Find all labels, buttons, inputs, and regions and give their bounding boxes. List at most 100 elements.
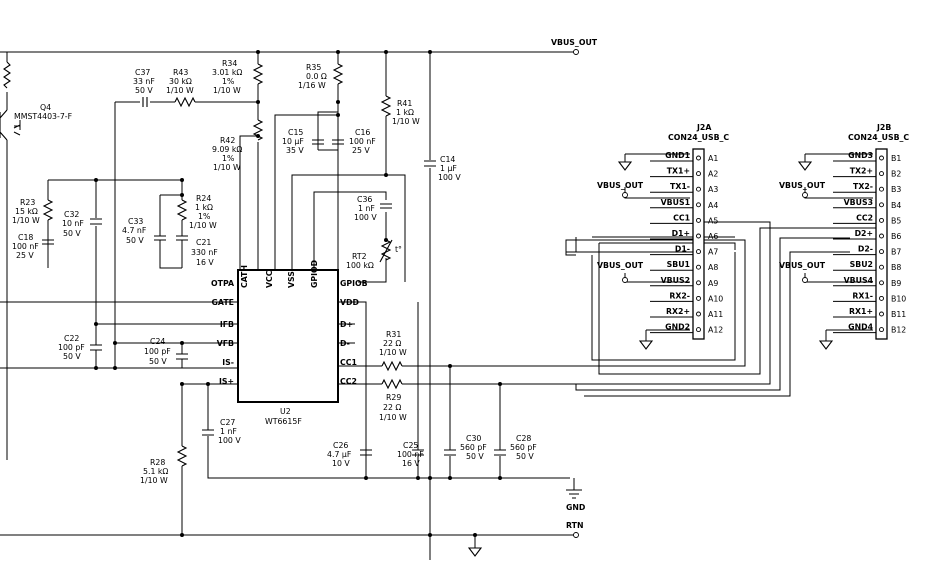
c15-voltage: 35 V bbox=[286, 146, 304, 155]
j2b-pin-contact bbox=[879, 249, 884, 255]
r41-ref: R41 bbox=[397, 99, 412, 108]
c28-ref: C28 bbox=[516, 434, 531, 443]
j2b-pin-name: GND3 bbox=[848, 151, 873, 160]
junction-dots bbox=[94, 50, 502, 537]
gnd-label: GND bbox=[566, 503, 586, 512]
r23-value: 15 kΩ bbox=[15, 207, 38, 216]
c33-ref: C33 bbox=[128, 217, 143, 226]
u2-pin-gate: GATE bbox=[212, 298, 234, 307]
j2a-part: CON24_USB_C bbox=[668, 133, 729, 142]
j2a-pin-number: A5 bbox=[708, 216, 718, 225]
j2a-pin-number: A9 bbox=[708, 279, 718, 288]
r41-value: 1 kΩ bbox=[396, 108, 414, 117]
r31-ref: R31 bbox=[386, 330, 401, 339]
ground-symbol bbox=[467, 547, 483, 557]
j2a-pin-number: A12 bbox=[708, 326, 723, 335]
capacitor-c30: C30 560 pF 50 V bbox=[444, 434, 487, 461]
j2b-pin-contact bbox=[879, 280, 884, 286]
c26-ref: C26 bbox=[333, 441, 348, 450]
j2b-pin-contact bbox=[879, 295, 884, 301]
j2b-pin-name: RX1- bbox=[852, 291, 873, 300]
capacitor-c14: C14 1 µF 100 V bbox=[424, 155, 461, 182]
r34-power: 1/10 W bbox=[213, 86, 241, 95]
j2b-pin-name: VBUS4 bbox=[844, 276, 874, 285]
u2-pin-gpiod: GPIOD bbox=[310, 259, 319, 288]
c15-value: 10 µF bbox=[282, 137, 304, 146]
j2b-pin-contact bbox=[879, 327, 884, 333]
rt2-ref: RT2 bbox=[352, 252, 367, 261]
j2b-pin-name: GND4 bbox=[848, 323, 873, 332]
u2-left-pins: OTPA GATE IFB VFB IS- IS+ bbox=[211, 279, 234, 386]
capacitor-c15: C15 10 µF 35 V bbox=[282, 128, 324, 155]
c33-value: 4.7 nF bbox=[122, 226, 147, 235]
capacitor-c27: C27 1 nF 100 V bbox=[202, 418, 241, 445]
j2b-pin-contact bbox=[879, 217, 884, 223]
r43-value: 30 kΩ bbox=[169, 77, 192, 86]
j2a-pin-contact bbox=[696, 280, 701, 286]
c16-ref: C16 bbox=[355, 128, 370, 137]
j2b-pin-number: B8 bbox=[891, 263, 901, 272]
r42-tolerance: 1% bbox=[222, 154, 234, 163]
c14-voltage: 100 V bbox=[438, 173, 461, 182]
r34-tolerance: 1% bbox=[222, 77, 234, 86]
j2b-pin-number: B12 bbox=[891, 326, 906, 335]
j2a-pin-name: D1- bbox=[675, 245, 690, 254]
r24-ref: R24 bbox=[196, 194, 211, 203]
c26-value: 4.7 µF bbox=[327, 450, 352, 459]
q4-part: MMST4403-7-F bbox=[14, 112, 73, 121]
c14-value: 1 µF bbox=[440, 164, 457, 173]
j2a-pin-name: GND1 bbox=[665, 151, 690, 160]
c37-voltage: 50 V bbox=[135, 86, 153, 95]
c21-value: 330 nF bbox=[191, 248, 218, 257]
j2b-pin-number: B7 bbox=[891, 248, 901, 257]
u2-pin-vdd: VDD bbox=[340, 298, 360, 307]
j2b-pin-name: RX1+ bbox=[849, 307, 873, 316]
capacitor-c22: C22 100 pF 50 V bbox=[58, 334, 102, 361]
j2b-vbus-out-label-2: VBUS_OUT bbox=[779, 261, 826, 270]
r23-ref: R23 bbox=[20, 198, 35, 207]
resistor-r43: R43 30 kΩ 1/10 W bbox=[166, 68, 196, 108]
r24-power: 1/10 W bbox=[189, 221, 217, 230]
c16-voltage: 25 V bbox=[352, 146, 370, 155]
j2a-pin-contact bbox=[696, 155, 701, 161]
r42-value: 9.09 kΩ bbox=[212, 145, 242, 154]
j2a-pin-number: A8 bbox=[708, 263, 718, 272]
c37-value: 33 nF bbox=[133, 77, 155, 86]
j2a-pin-name: GND2 bbox=[665, 323, 690, 332]
gnd-port: GND bbox=[566, 489, 586, 512]
u2-pin-ifb: IFB bbox=[220, 320, 234, 329]
c28-voltage: 50 V bbox=[516, 452, 534, 461]
c27-ref: C27 bbox=[220, 418, 235, 427]
transistor-q4: Q4 MMST4403-7-F bbox=[0, 61, 73, 141]
j2a-pin-number: A4 bbox=[708, 201, 718, 210]
j2a-pin-contact bbox=[696, 295, 701, 301]
capacitor-c26: C26 4.7 µF 10 V bbox=[327, 441, 372, 468]
j2a-pin-contact bbox=[696, 233, 701, 239]
capacitor-c24: C24 100 pF 50 V bbox=[144, 337, 188, 366]
j2b-pin-name: D2- bbox=[858, 245, 873, 254]
rt2-value: 100 kΩ bbox=[346, 261, 374, 270]
j2b-vbus-out-label-1: VBUS_OUT bbox=[779, 181, 826, 190]
r28-value: 5.1 kΩ bbox=[143, 467, 168, 476]
j2a-pin-contact bbox=[696, 264, 701, 270]
c30-ref: C30 bbox=[466, 434, 481, 443]
r42-ref: R42 bbox=[220, 136, 235, 145]
capacitor-c25: C25 100 nF 16 V bbox=[397, 441, 424, 468]
capacitor-c33: C33 4.7 nF 50 V bbox=[122, 217, 166, 245]
r28-ref: R28 bbox=[150, 458, 165, 467]
c36-voltage: 100 V bbox=[354, 213, 377, 222]
r29-power: 1/10 W bbox=[379, 413, 407, 422]
j2a-pin-name: VBUS1 bbox=[661, 198, 690, 207]
c18-ref: C18 bbox=[18, 233, 33, 242]
c27-value: 1 nF bbox=[220, 427, 237, 436]
j2a-pin-number: A6 bbox=[708, 232, 718, 241]
ic-u2: CATH VCC VSS GPIOD OTPA GATE IFB VFB IS-… bbox=[211, 259, 368, 426]
c22-voltage: 50 V bbox=[63, 352, 81, 361]
c25-value: 100 nF bbox=[397, 450, 424, 459]
r24-tolerance: 1% bbox=[198, 212, 210, 221]
resistor-r41: R41 1 kΩ 1/10 W bbox=[380, 95, 420, 126]
c33-voltage: 50 V bbox=[126, 236, 144, 245]
